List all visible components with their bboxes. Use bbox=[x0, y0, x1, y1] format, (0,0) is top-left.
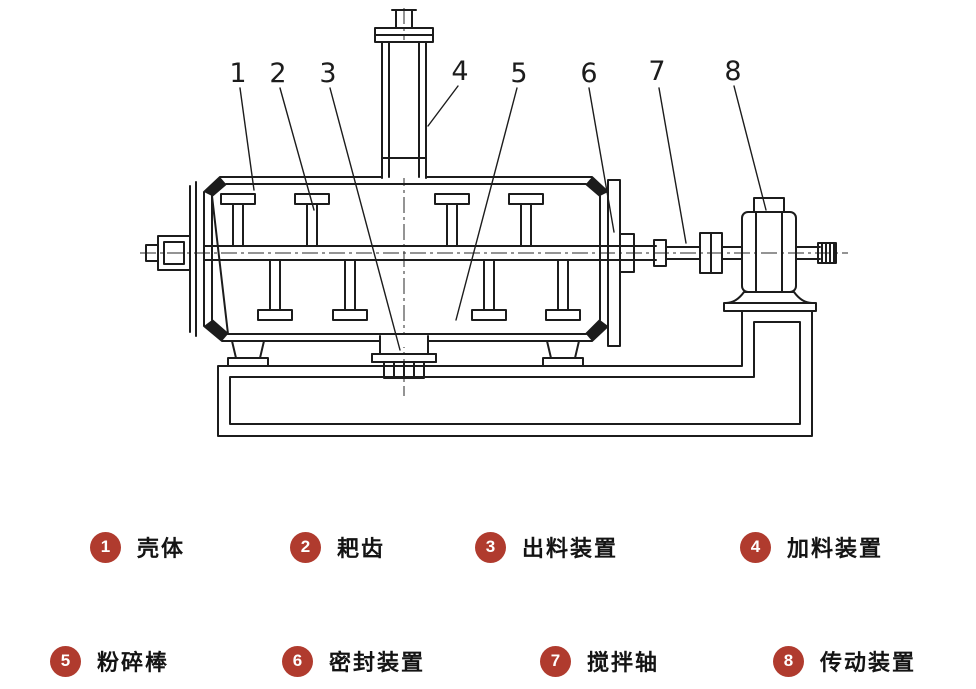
legend-label: 搅拌轴 bbox=[587, 650, 660, 675]
legend-badge: 2 bbox=[290, 531, 321, 563]
legend-item-discharge-device: 3 出料装置 bbox=[475, 531, 618, 563]
transmission-unit bbox=[723, 197, 837, 312]
legend-label: 密封装置 bbox=[329, 650, 426, 675]
callout-number: 2 bbox=[269, 58, 286, 89]
callout-number: 5 bbox=[510, 58, 527, 89]
legend-item-rake-teeth: 2 耙齿 bbox=[290, 531, 385, 563]
callout-number: 8 bbox=[724, 56, 741, 87]
rake-dryer-drawing: 1 2 3 4 5 6 7 8 bbox=[140, 8, 848, 437]
legend-label: 传动装置 bbox=[820, 650, 917, 675]
legend-badge: 4 bbox=[740, 531, 771, 563]
rake-teeth-lower bbox=[257, 259, 581, 321]
callout-number: 7 bbox=[648, 56, 665, 87]
callout-numbers: 1 2 3 4 5 6 7 8 bbox=[229, 56, 741, 89]
drive-couplings bbox=[653, 232, 743, 274]
discharge-device bbox=[371, 335, 437, 379]
seal-assembly bbox=[607, 179, 635, 347]
legend-label: 出料装置 bbox=[522, 536, 619, 561]
legend-badge: 8 bbox=[773, 645, 804, 677]
callout-leader-lines bbox=[239, 85, 767, 351]
legend-item-crushing-rod: 5 粉碎棒 bbox=[50, 645, 169, 677]
legend-item-shell: 1 壳体 bbox=[90, 531, 185, 563]
vessel-shell bbox=[203, 176, 609, 342]
legend-label: 壳体 bbox=[137, 536, 186, 561]
machine-diagram: 1 2 3 4 5 6 7 8 bbox=[140, 8, 848, 437]
callout-number: 4 bbox=[451, 56, 468, 87]
callout-number: 1 bbox=[229, 58, 246, 89]
legend-item-transmission-device: 8 传动装置 bbox=[773, 645, 916, 677]
rake-teeth-upper bbox=[220, 193, 544, 247]
legend-label: 加料装置 bbox=[787, 536, 884, 561]
feed-pipe bbox=[374, 9, 434, 179]
base-frame bbox=[217, 310, 813, 437]
legend-label: 粉碎棒 bbox=[97, 650, 170, 675]
callout-number: 3 bbox=[319, 58, 336, 89]
legend-badge: 3 bbox=[475, 531, 506, 563]
legend-label: 耙齿 bbox=[337, 536, 386, 561]
left-end-bearing bbox=[145, 181, 197, 337]
legend-badge: 5 bbox=[50, 645, 81, 677]
legend-badge: 1 bbox=[90, 531, 121, 563]
legend-badge: 7 bbox=[540, 645, 571, 677]
legend-badge: 6 bbox=[282, 645, 313, 677]
support-feet bbox=[227, 340, 584, 367]
legend-item-sealing-device: 6 密封装置 bbox=[282, 645, 425, 677]
legend-item-feeding-device: 4 加料装置 bbox=[740, 531, 883, 563]
callout-number: 6 bbox=[580, 58, 597, 89]
legend-item-agitator-shaft: 7 搅拌轴 bbox=[540, 645, 659, 677]
